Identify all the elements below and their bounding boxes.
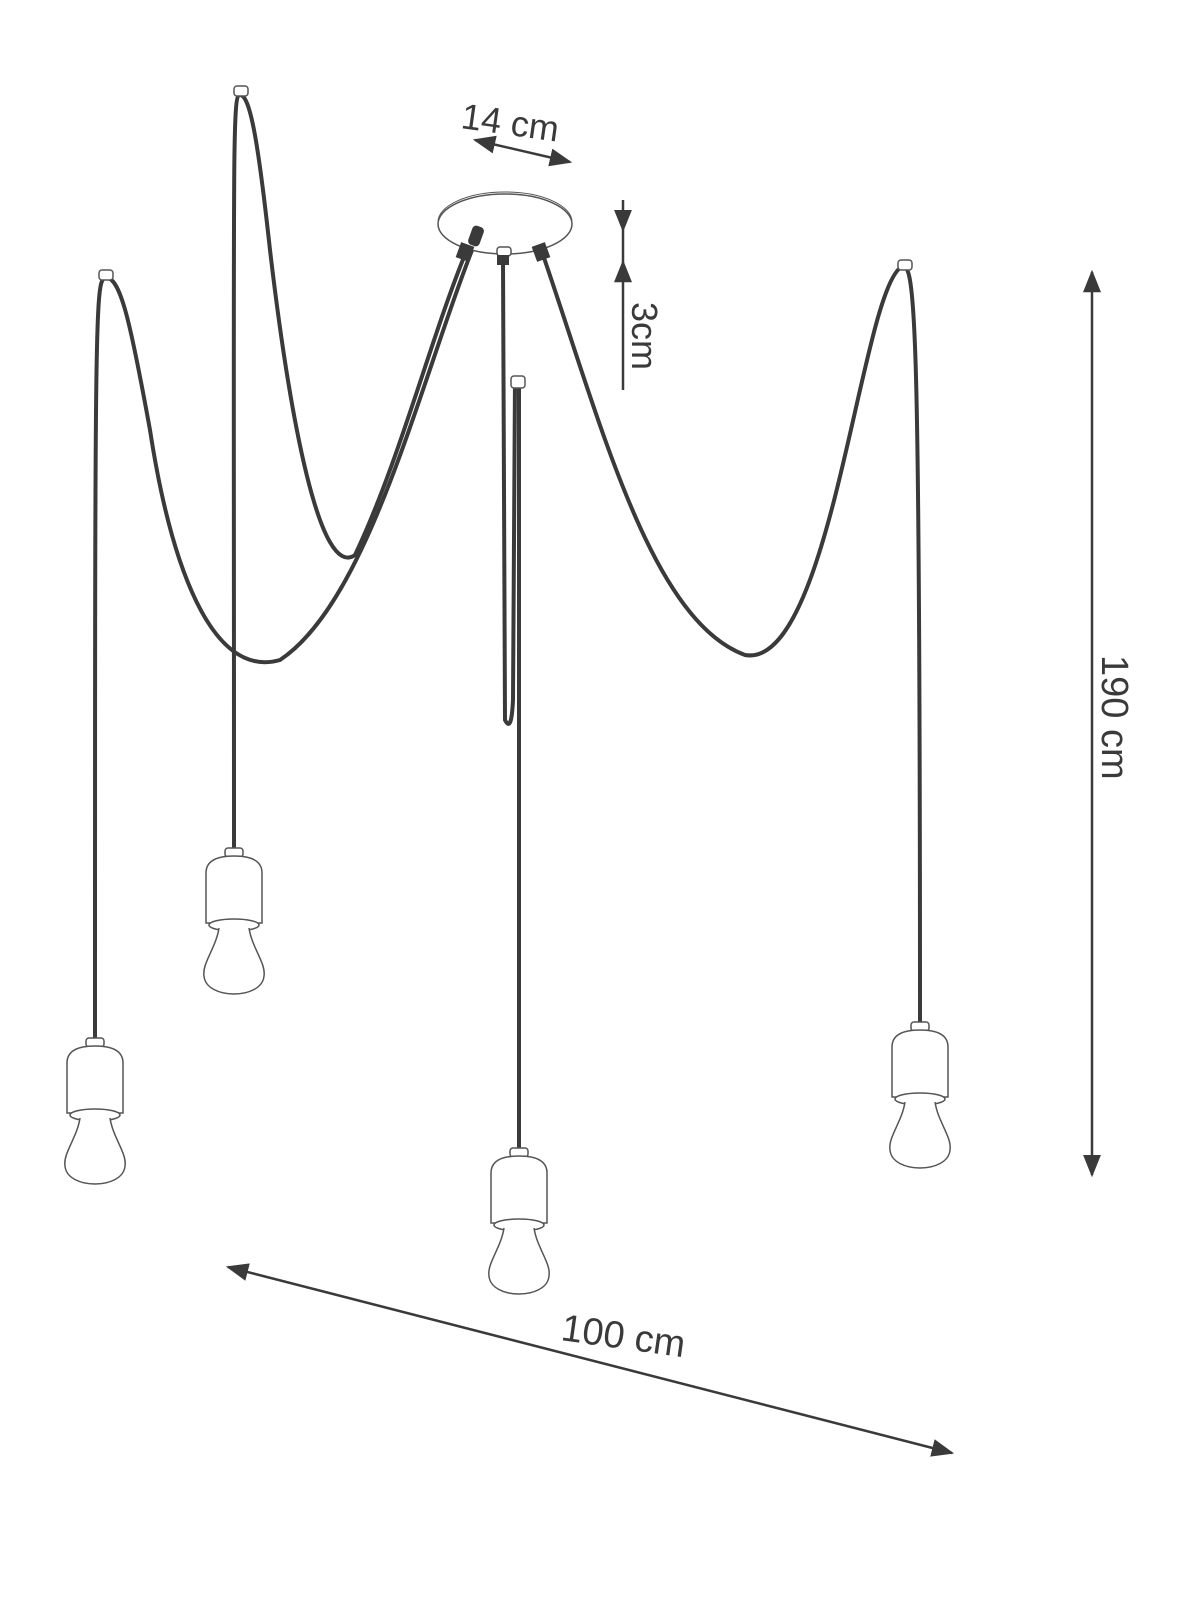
- dimension-label-height-canopy: 3cm: [624, 302, 665, 370]
- ceiling-canopy: [437, 191, 573, 265]
- hook-icon: [233, 85, 249, 97]
- dimension-canopy-diameter: 14 cm: [459, 95, 573, 167]
- lamp-socket: [891, 1029, 949, 1098]
- cable-left-outer: [93, 238, 478, 1042]
- cable-right: [540, 250, 922, 1032]
- cable-left-inner: [231, 92, 468, 852]
- light-bulb: [889, 1101, 951, 1169]
- lamp-socket: [66, 1045, 124, 1114]
- pendant-lamp: [64, 1037, 126, 1185]
- dimension-canopy-height: 3cm: [614, 200, 665, 390]
- light-bulb: [203, 927, 265, 995]
- dimension-total-width: 100 cm: [225, 1263, 955, 1457]
- pendant-lamp: [889, 1021, 951, 1169]
- dimension-total-height: 190 cm: [1083, 269, 1135, 1178]
- pendant-lamp: [203, 847, 265, 995]
- ceiling-hooks: [98, 85, 913, 389]
- dimension-label-total-height: 190 cm: [1093, 655, 1135, 780]
- lamp-socket: [490, 1155, 548, 1224]
- light-bulb: [488, 1227, 550, 1295]
- lamp-socket: [205, 855, 263, 924]
- hook-icon: [98, 269, 114, 281]
- cable-center-loop: [501, 260, 517, 726]
- light-bulb: [64, 1117, 126, 1185]
- hook-icon: [510, 375, 526, 389]
- cables: [93, 92, 922, 1152]
- hook-icon: [897, 259, 913, 271]
- dimension-label-canopy: 14 cm: [459, 95, 562, 149]
- pendant-lamp: [488, 1147, 550, 1295]
